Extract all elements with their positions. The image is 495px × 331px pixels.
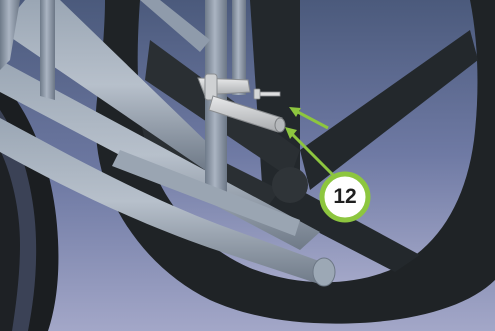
frame-post-left — [40, 0, 55, 100]
wheelchair-frame — [0, 0, 336, 287]
arrow-icon — [288, 130, 338, 180]
frame-tube-lower — [0, 118, 330, 285]
frame-post-right — [232, 0, 246, 95]
callout-arrows — [285, 107, 338, 180]
axle-bracket-assembly — [197, 73, 286, 133]
bracket-clamp — [204, 73, 218, 101]
frame-tube-end-cap — [312, 257, 336, 287]
bolt-icon — [253, 88, 281, 100]
frame-bottom-rail — [112, 150, 300, 236]
wheel-spoke — [300, 30, 478, 190]
callout-badge-ring — [319, 171, 371, 223]
wheel-hub — [272, 167, 308, 203]
frame-crossbar — [140, 0, 210, 52]
arrow-icon — [293, 108, 329, 130]
wheel-spoke — [285, 190, 420, 272]
